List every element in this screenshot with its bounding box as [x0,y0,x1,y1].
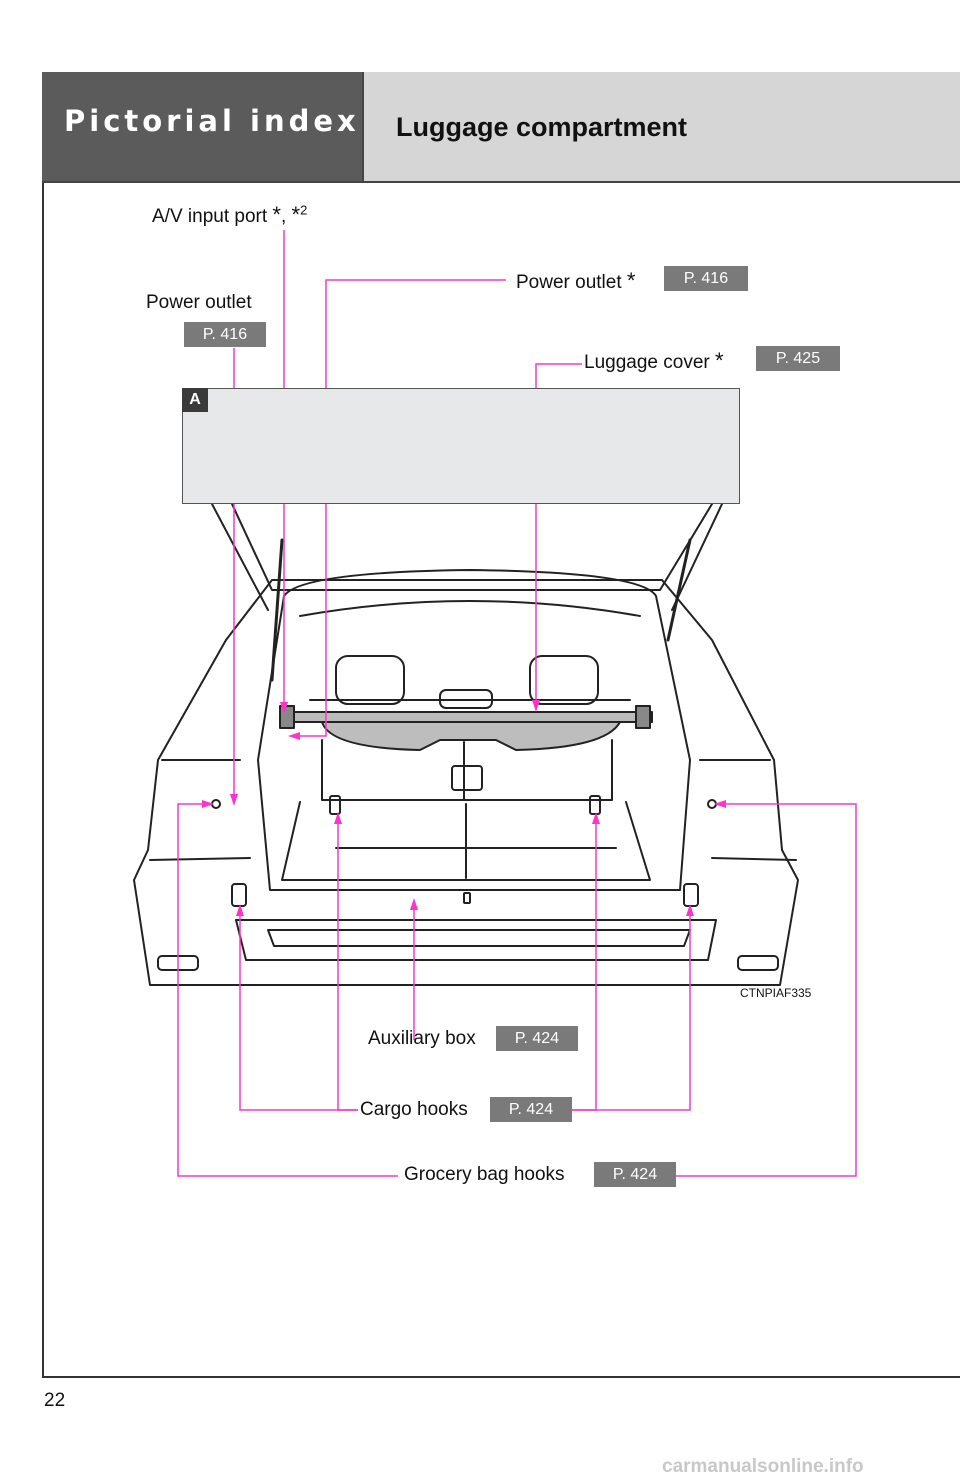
section-header [42,72,362,182]
header-divider [42,181,960,183]
grocery-bag-hooks-ref: P. 424 [594,1162,676,1187]
inset-panel [182,388,740,504]
figure-code: CTNPIAF335 [740,986,812,1000]
title-header [362,72,960,182]
auxiliary-box-label: Auxiliary box [368,1028,476,1049]
asterisk-icon: * [272,202,281,227]
power-outlet-right-label: Power outlet * [516,268,635,294]
section-title: Pictorial index [64,104,360,138]
av-input-separator: , [280,206,292,227]
auxiliary-box-ref: P. 424 [496,1026,578,1051]
cargo-hooks-label: Cargo hooks [360,1099,468,1120]
footnote-number: 2 [300,202,308,218]
page-title: Luggage compartment [396,112,688,142]
luggage-cover-label: Luggage cover * [584,348,724,374]
grocery-bag-hooks-label: Grocery bag hooks [404,1164,565,1185]
power-outlet-right-text: Power outlet [516,272,622,293]
asterisk-icon: * [626,268,636,293]
asterisk-icon: * [715,348,724,373]
av-input-port-label: A/V input port *, *2 [152,202,307,228]
power-outlet-left-ref: P. 416 [184,322,266,347]
power-outlet-right-ref: P. 416 [664,266,748,291]
inset-tag: A [182,388,208,412]
av-input-port-text: A/V input port [152,206,268,227]
asterisk-icon: * [291,202,301,227]
watermark: carmanualsonline.info [662,1456,864,1477]
luggage-cover-ref: P. 425 [756,346,840,371]
page-number: 22 [44,1390,66,1411]
power-outlet-left-label: Power outlet [146,292,252,313]
cargo-hooks-ref: P. 424 [490,1097,572,1122]
luggage-cover-text: Luggage cover [584,352,710,373]
